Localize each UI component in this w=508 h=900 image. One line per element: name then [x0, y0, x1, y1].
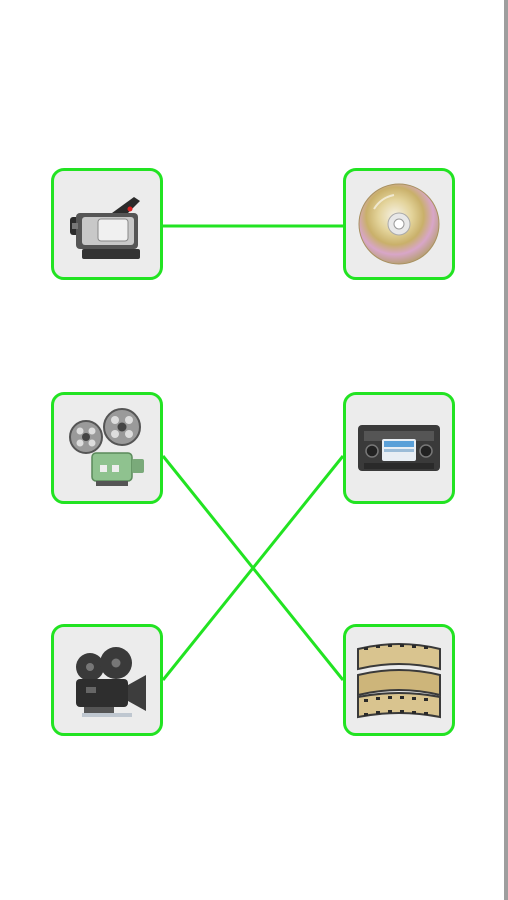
- tile-video-camera[interactable]: [51, 168, 163, 280]
- movie-camera-icon: [76, 647, 146, 717]
- tile-movie-camera[interactable]: [51, 624, 163, 736]
- film-projector-icon: [69, 408, 144, 486]
- film-frames-icon: [357, 643, 441, 719]
- tile-videocassette[interactable]: [343, 392, 455, 504]
- tile-film-frames[interactable]: [343, 624, 455, 736]
- tile-optical-disc[interactable]: [343, 168, 455, 280]
- scrollbar-edge: [504, 0, 508, 900]
- tile-film-projector[interactable]: [51, 392, 163, 504]
- connection-line-moviecam-vhs: [161, 455, 345, 681]
- video-camera-icon: [70, 197, 140, 259]
- optical-disc-icon: [358, 183, 440, 265]
- videocassette-icon: [358, 425, 440, 471]
